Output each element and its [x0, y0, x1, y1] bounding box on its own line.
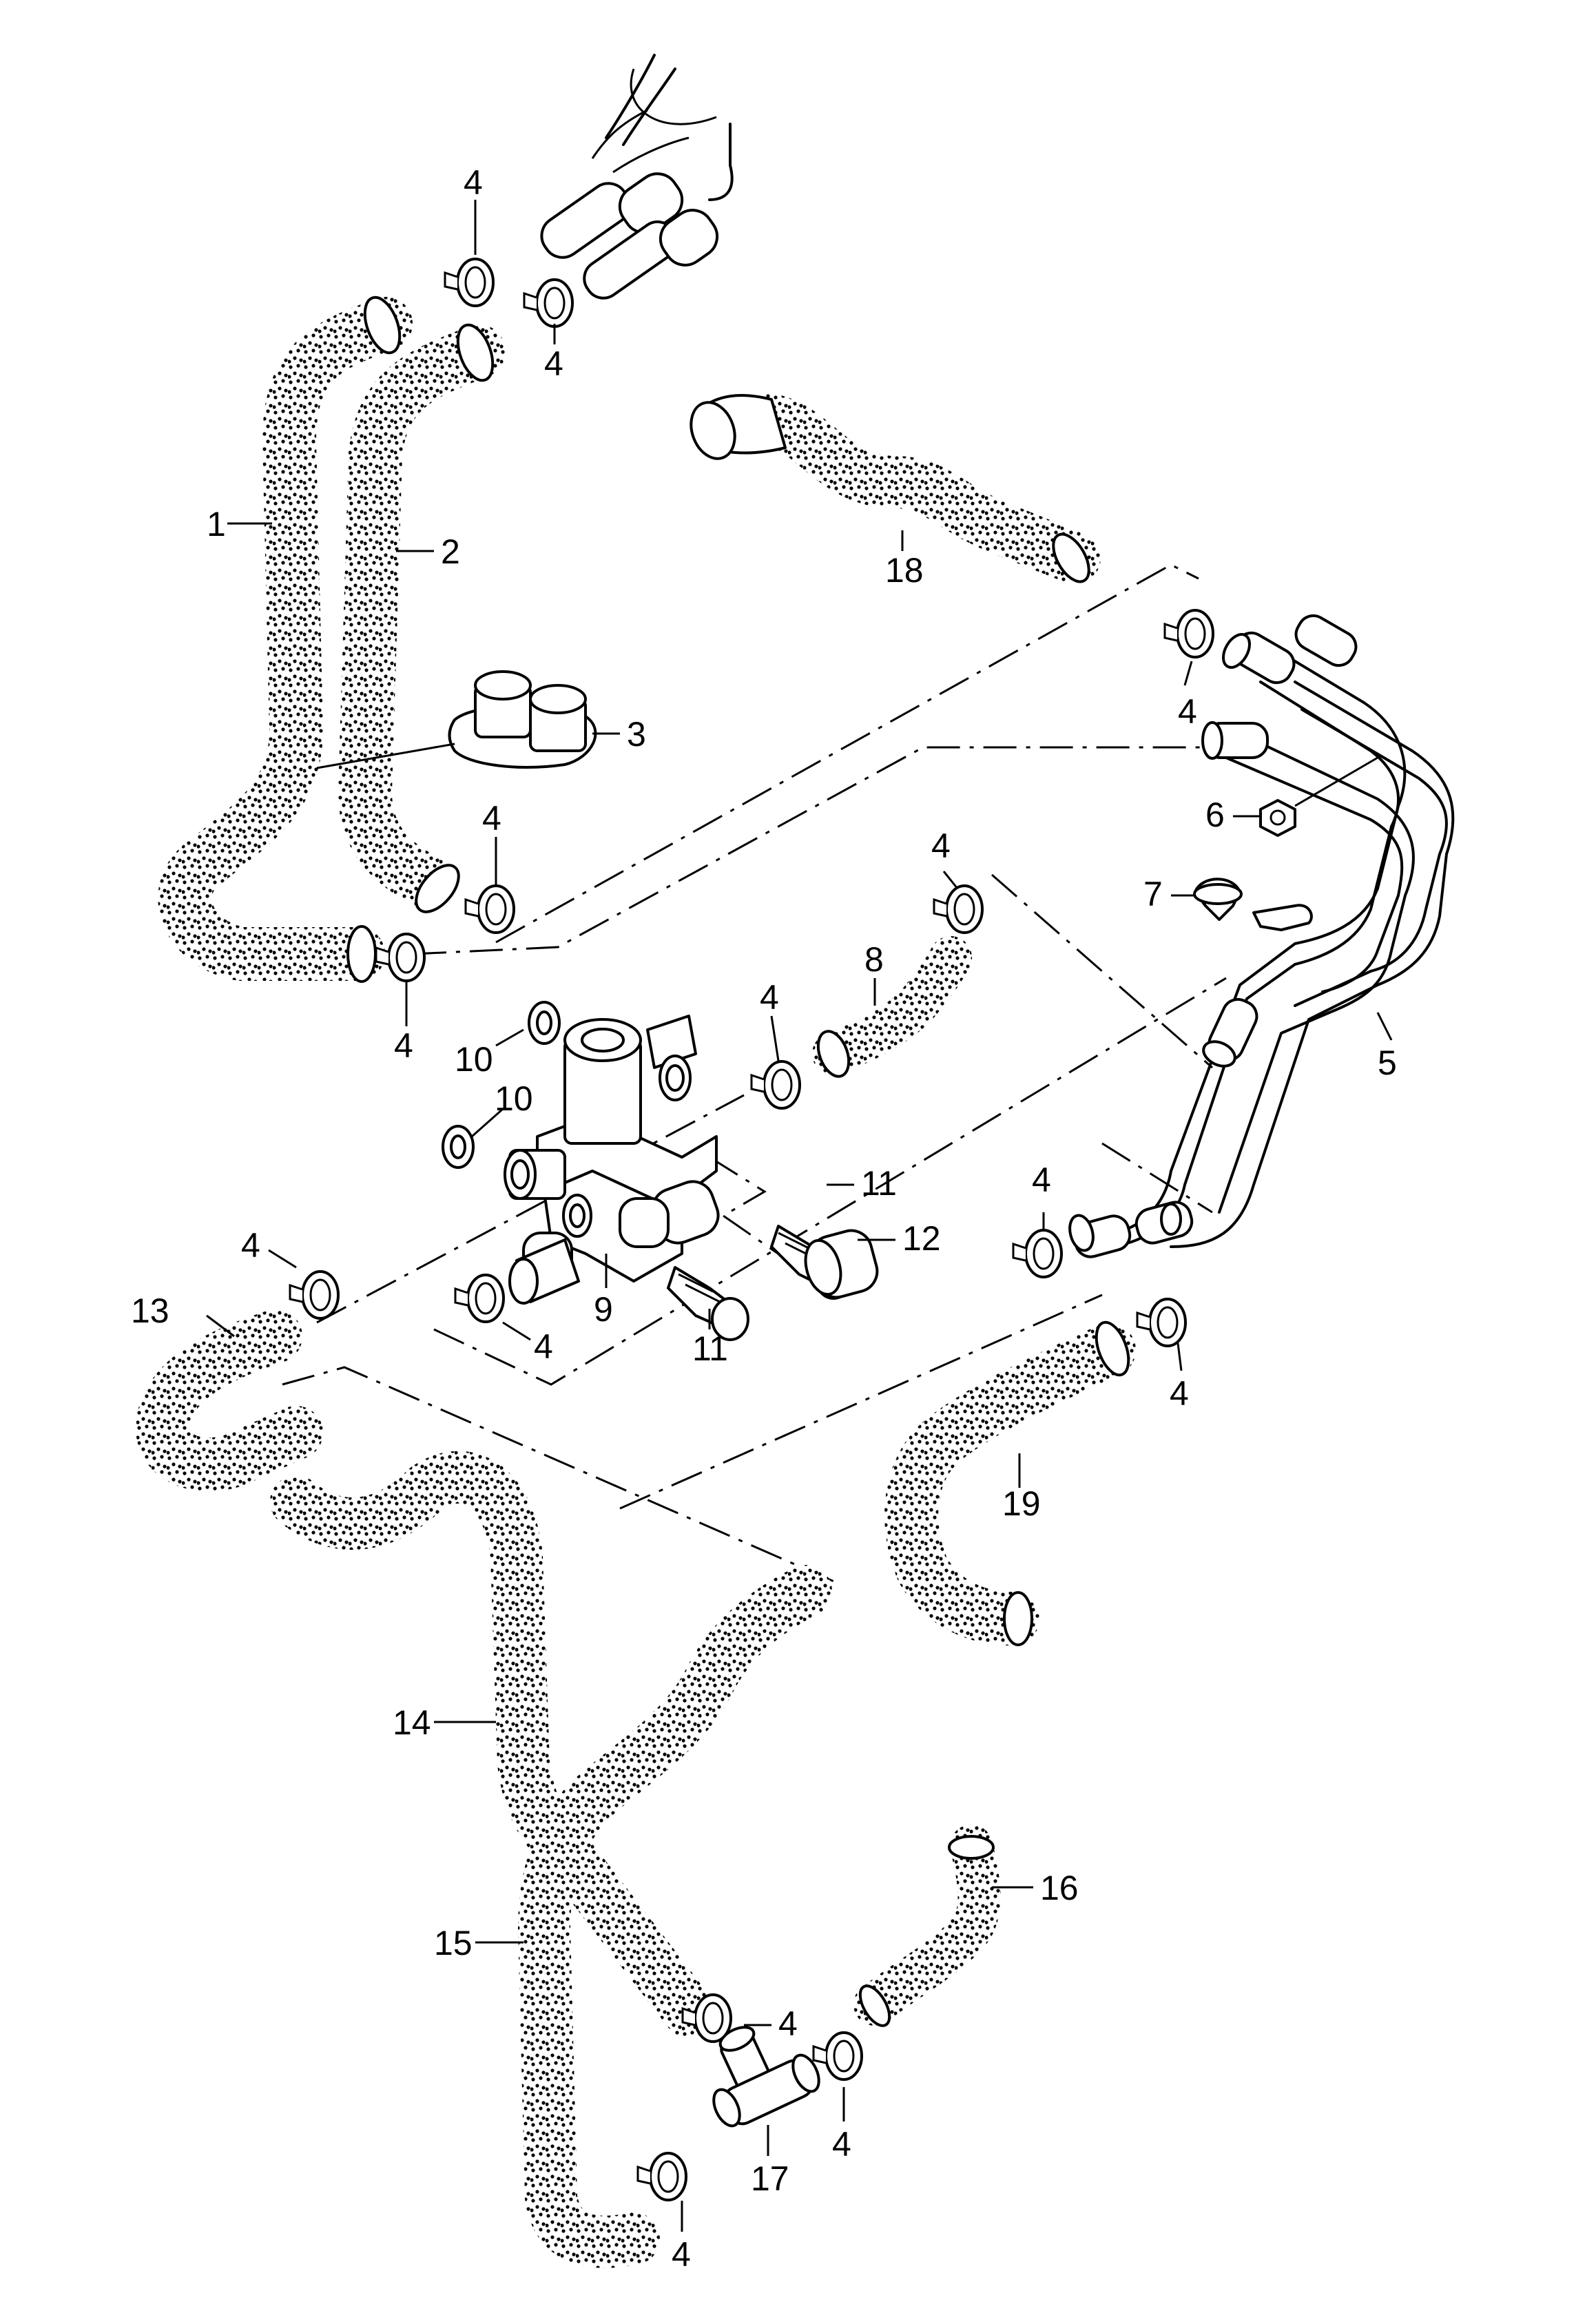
callout-4: 4	[394, 1026, 413, 1065]
t-piece-17	[712, 2026, 820, 2128]
clamp-icon	[375, 933, 426, 982]
callout-2: 2	[441, 532, 460, 571]
callout-4: 4	[1170, 1374, 1189, 1413]
clamp-icon	[454, 1274, 505, 1323]
clamp-icon	[750, 1060, 801, 1110]
callout-4: 4	[760, 978, 779, 1017]
callout-19: 19	[1002, 1484, 1041, 1523]
nut-6	[1259, 756, 1378, 837]
washer-10-left	[442, 1125, 475, 1169]
bolt-11-lower	[667, 1266, 749, 1341]
callout-4: 4	[931, 827, 951, 865]
hose-19	[884, 1320, 1136, 1646]
callout-11: 11	[861, 1164, 897, 1203]
heater-core-connectors	[540, 54, 734, 300]
callout-12: 12	[902, 1219, 941, 1258]
clamp-icon	[464, 884, 515, 934]
callout-16: 16	[1040, 1869, 1079, 1907]
callout-11: 11	[692, 1329, 728, 1368]
assembly-dash-lines	[282, 563, 1227, 1586]
callout-4: 4	[672, 2235, 691, 2274]
callout-4: 4	[534, 1327, 553, 1366]
callout-13: 13	[131, 1291, 169, 1330]
clamp-icon	[444, 258, 495, 307]
callout-3: 3	[627, 715, 646, 754]
callout-14: 14	[393, 1703, 431, 1742]
callout-4: 4	[482, 799, 501, 838]
callout-4: 4	[241, 1226, 260, 1265]
hose-16	[853, 1825, 1001, 2027]
hose-8	[812, 936, 972, 1078]
callout-10: 10	[455, 1040, 493, 1079]
callout-4: 4	[1032, 1161, 1051, 1199]
callout-labels: 4 4 1 2 3 4 4 4 4 4 8 10 10 11 12 9 11 4…	[131, 163, 1397, 2274]
hose-13	[136, 1309, 323, 1492]
callout-15: 15	[434, 1924, 473, 1962]
callout-10: 10	[495, 1079, 533, 1118]
hose-1	[158, 295, 413, 983]
callout-4: 4	[544, 344, 563, 383]
callout-18: 18	[885, 551, 924, 590]
clamp-icon	[523, 278, 574, 328]
callout-4: 4	[832, 2125, 851, 2164]
clip-7	[1193, 878, 1243, 921]
washer-10-top	[528, 1001, 561, 1045]
valve-9	[504, 1015, 720, 1305]
callout-4: 4	[464, 163, 483, 202]
leader-lines	[206, 200, 1393, 2232]
hose-18	[690, 394, 1101, 584]
callout-1: 1	[207, 505, 226, 543]
hose-15	[518, 1565, 832, 2268]
clamp-icon	[289, 1270, 340, 1320]
clamp-icon	[933, 884, 984, 934]
callout-4: 4	[778, 2004, 798, 2043]
callout-8: 8	[864, 940, 884, 979]
clamp-icon	[636, 2152, 687, 2201]
clamp-icon	[1012, 1229, 1063, 1278]
clamp-icon	[1163, 609, 1214, 658]
callout-6: 6	[1205, 796, 1225, 834]
hose-14	[270, 1451, 715, 2037]
sleeve-12	[804, 1229, 879, 1299]
clamp-icon	[812, 2031, 863, 2081]
callout-7: 7	[1143, 875, 1163, 913]
callout-5: 5	[1378, 1044, 1397, 1082]
hose-2	[338, 323, 506, 913]
callout-17: 17	[751, 2159, 789, 2198]
callout-9: 9	[594, 1290, 613, 1329]
grommet-3	[448, 670, 597, 769]
clamp-icon	[1136, 1298, 1187, 1347]
pipe-assembly-5	[1068, 614, 1455, 1258]
callout-4: 4	[1178, 692, 1197, 731]
